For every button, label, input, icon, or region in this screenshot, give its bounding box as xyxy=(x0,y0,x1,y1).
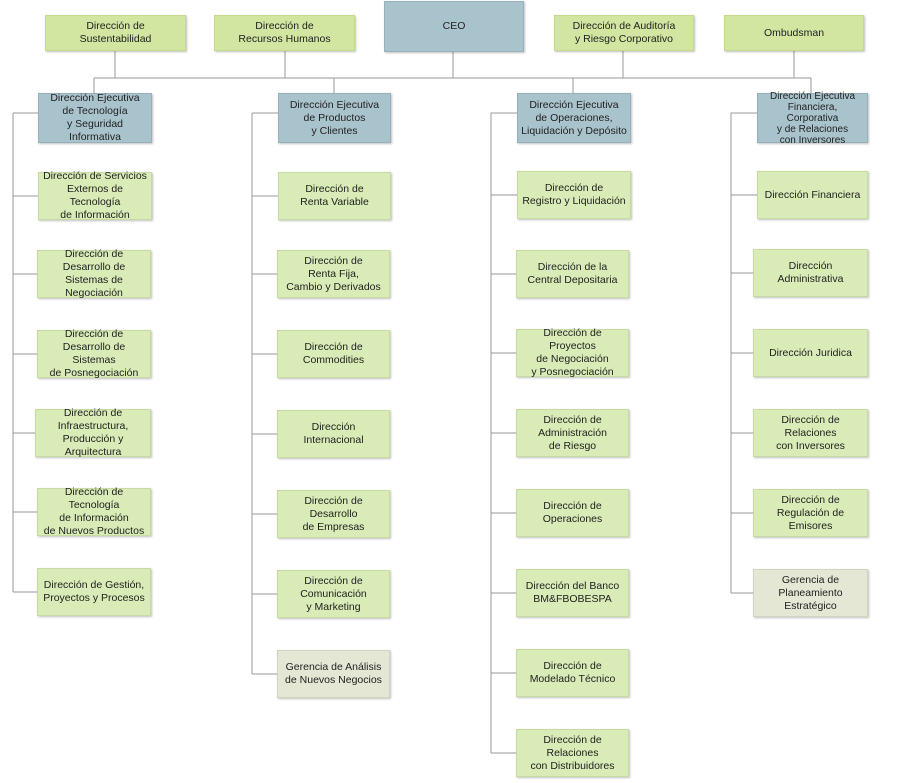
unit-relaciones-inversores: Dirección de Relaciones con Inversores xyxy=(753,409,868,457)
unit-ti-nuevos-productos: Dirección de Tecnología de Información d… xyxy=(37,486,151,537)
unit-comunicacion-marketing: Dirección de Comunicación y Marketing xyxy=(277,570,390,618)
unit-registro-liquidacion: Dirección de Registro y Liquidación xyxy=(517,171,631,219)
unit-gestion-proyectos: Dirección de Gestión, Proyectos y Proces… xyxy=(37,568,151,616)
unit-sistemas-negociacion: Dirección de Desarrollo de Sistemas de N… xyxy=(37,248,151,299)
unit-sistemas-posnegociacion: Dirección de Desarrollo de Sistemas de P… xyxy=(37,328,151,379)
unit-renta-variable: Dirección de Renta Variable xyxy=(278,172,391,220)
box-ceo: CEO xyxy=(384,1,524,52)
executive-financiera: Dirección Ejecutiva Financiera, Corporat… xyxy=(757,91,868,146)
unit-planeamiento-estrategico: Gerencia de Planeamiento Estratégico xyxy=(753,569,868,617)
unit-analisis-nuevos-negocios: Gerencia de Análisis de Nuevos Negocios xyxy=(277,650,390,698)
unit-regulacion-emisores: Dirección de Regulación de Emisores xyxy=(753,489,868,537)
unit-proyectos-negociacion: Dirección de Proyectos de Negociación y … xyxy=(516,327,629,378)
box-auditoria: Dirección de Auditoría y Riesgo Corporat… xyxy=(554,15,694,51)
unit-modelado-tecnico: Dirección de Modelado Técnico xyxy=(516,649,629,697)
unit-administracion-riesgo: Dirección de Administración de Riesgo xyxy=(516,409,629,457)
unit-internacional: Dirección Internacional xyxy=(277,410,390,458)
unit-servicios-externos: Dirección de Servicios Externos de Tecno… xyxy=(38,170,152,221)
unit-financiera: Dirección Financiera xyxy=(757,171,868,219)
box-ombudsman: Ombudsman xyxy=(724,15,864,51)
executive-tecnologia: Dirección Ejecutiva de Tecnología y Segu… xyxy=(38,92,152,143)
unit-renta-fija: Dirección de Renta Fija, Cambio y Deriva… xyxy=(277,250,390,298)
box-sustentabilidad: Dirección de Sustentabilidad xyxy=(45,15,186,51)
unit-banco: Dirección del Banco BM&FBOBESPA xyxy=(516,569,629,617)
unit-administrativa: Dirección Administrativa xyxy=(753,249,868,297)
executive-productos: Dirección Ejecutiva de Productos y Clien… xyxy=(278,93,391,143)
unit-operaciones: Dirección de Operaciones xyxy=(516,489,629,537)
unit-commodities: Dirección de Commodities xyxy=(277,330,390,378)
unit-central-depositaria: Dirección de la Central Depositaria xyxy=(516,250,629,298)
unit-relaciones-distribuidores: Dirección de Relaciones con Distribuidor… xyxy=(516,729,629,777)
unit-juridica: Dirección Juridica xyxy=(753,329,868,377)
unit-desarrollo-empresas: Dirección de Desarrollo de Empresas xyxy=(277,490,390,538)
unit-infraestructura: Dirección de Infraestructura, Producción… xyxy=(35,407,151,458)
box-recursos-humanos: Dirección de Recursos Humanos xyxy=(214,15,355,51)
executive-operaciones: Dirección Ejecutiva de Operaciones, Liqu… xyxy=(517,93,631,143)
